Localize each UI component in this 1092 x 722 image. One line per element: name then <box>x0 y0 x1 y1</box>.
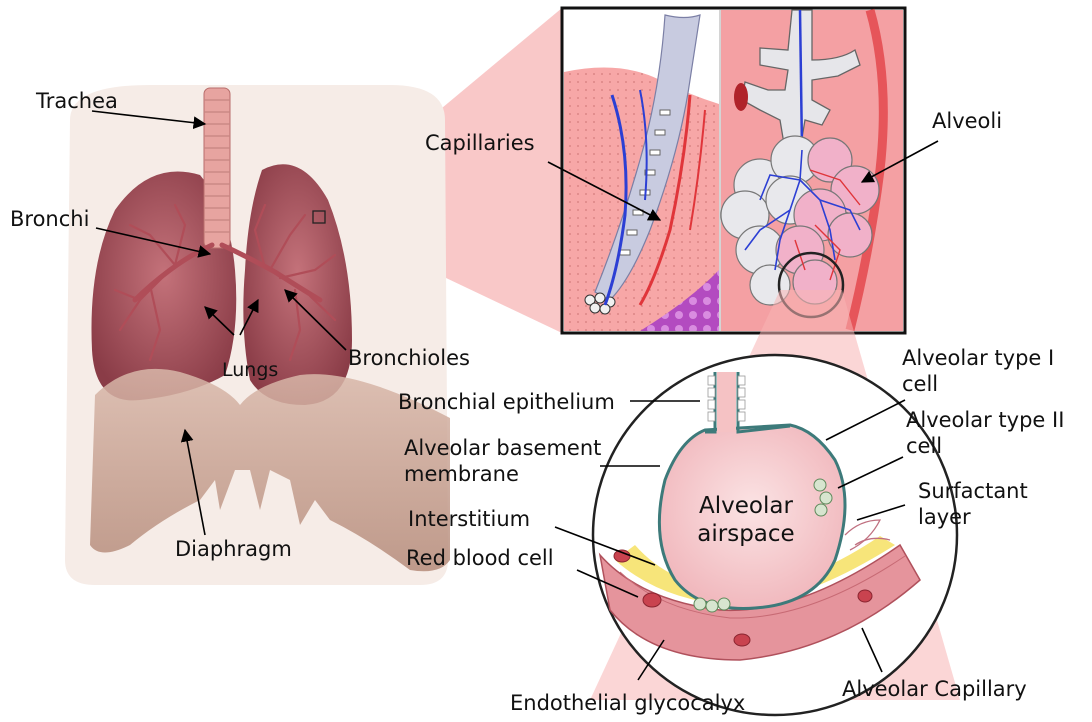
label-alveolar-type-2-line2: cell <box>906 433 1064 459</box>
label-alveolar-airspace-line1: Alveolar <box>686 492 806 520</box>
label-surfactant-line1: Surfactant <box>918 478 1028 504</box>
label-alveolar-type-1-line2: cell <box>902 371 1054 397</box>
label-bronchial-epithelium: Bronchial epithelium <box>398 389 615 415</box>
label-capillaries: Capillaries <box>425 130 535 156</box>
label-alveolar-type-2-line1: Alveolar type II <box>906 407 1064 433</box>
label-alveolar-type-1: Alveolar type I cell <box>902 345 1054 397</box>
label-interstitium: Interstitium <box>408 506 530 532</box>
label-red-blood-cell: Red blood cell <box>406 545 554 571</box>
label-alveoli: Alveoli <box>932 108 1002 134</box>
label-alveolar-basement-line1: Alveolar basement <box>404 435 601 461</box>
label-alveolar-capillary: Alveolar Capillary <box>842 676 1027 702</box>
label-surfactant-line2: layer <box>918 504 1028 530</box>
label-alveolar-airspace-line2: airspace <box>686 520 806 548</box>
label-trachea: Trachea <box>36 88 118 114</box>
label-alveolar-type-2: Alveolar type II cell <box>906 407 1064 459</box>
label-diaphragm: Diaphragm <box>175 536 292 562</box>
label-endothelial-glycocalyx: Endothelial glycocalyx <box>510 690 745 716</box>
label-lungs: Lungs <box>222 357 278 383</box>
label-surfactant: Surfactant layer <box>918 478 1028 530</box>
label-alveolar-airspace: Alveolar airspace <box>686 492 806 548</box>
label-alveolar-basement-line2: membrane <box>404 461 601 487</box>
label-bronchioles: Bronchioles <box>348 345 470 371</box>
label-bronchi: Bronchi <box>10 206 89 232</box>
label-alveolar-type-1-line1: Alveolar type I <box>902 345 1054 371</box>
label-alveolar-basement: Alveolar basement membrane <box>404 435 601 487</box>
